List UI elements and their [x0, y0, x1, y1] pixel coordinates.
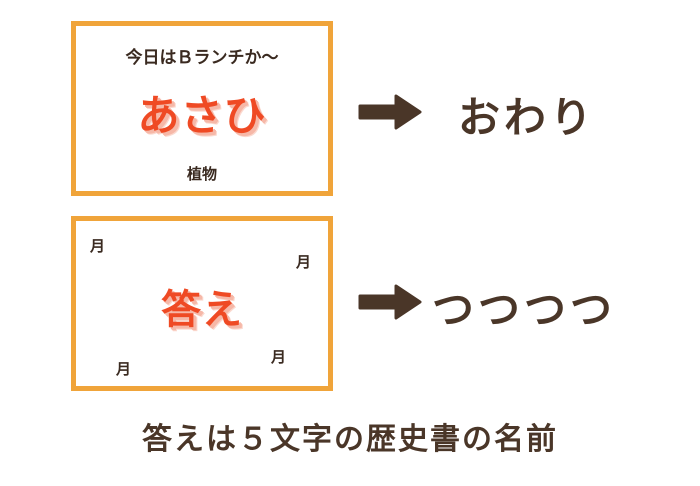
- riddle-word-2: 答え: [161, 287, 243, 333]
- moon-kanji-1: 月: [90, 237, 106, 255]
- riddle-card-1: 今日はＢランチか〜 あさひ 植物: [71, 21, 333, 196]
- moon-kanji-3: 月: [271, 348, 287, 366]
- answer-1: おわり: [458, 93, 597, 142]
- hint-bottom-text: 植物: [186, 165, 217, 183]
- hint-top-text: 今日はＢランチか〜: [125, 48, 279, 68]
- right-arrow-icon: [358, 284, 422, 320]
- riddle-word-1: あさひ: [137, 91, 267, 140]
- answer-2: つつつつ: [432, 285, 617, 334]
- caption-text: 答えは５文字の歴史書の名前: [142, 422, 558, 457]
- moon-kanji-2: 月: [296, 253, 312, 271]
- moon-kanji-4: 月: [116, 360, 132, 378]
- right-arrow-icon: [358, 94, 422, 130]
- riddle-card-2: 月 月 答え 月 月: [71, 216, 333, 391]
